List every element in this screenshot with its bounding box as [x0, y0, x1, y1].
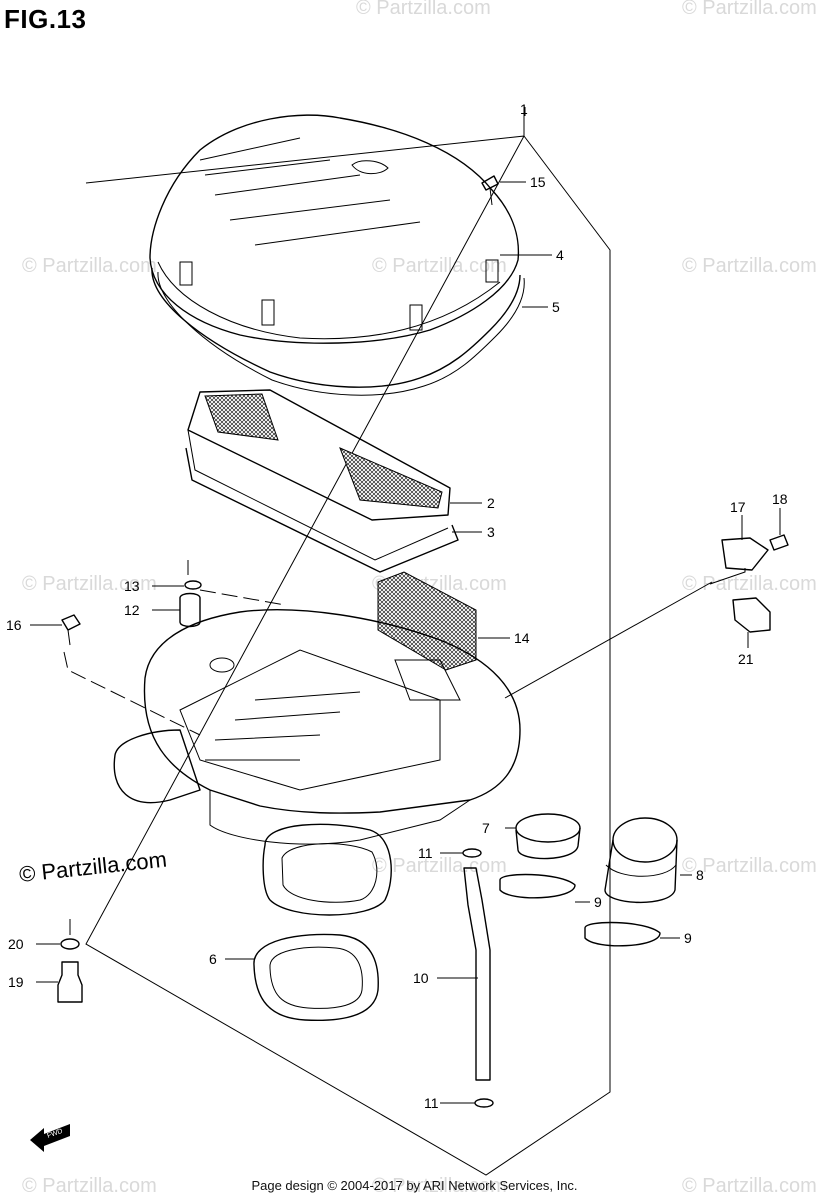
callout-18: 18: [772, 491, 788, 507]
callout-12: 12: [124, 602, 140, 618]
callout-15: 15: [530, 174, 546, 190]
figure-title: FIG.13: [4, 4, 87, 34]
air-cleaner-cap: [149, 114, 520, 344]
watermark: © Partzilla.com: [372, 255, 507, 277]
fwd-arrow-icon: FWD: [30, 1124, 70, 1152]
cap-seal: [151, 267, 521, 388]
part-12-13: [179, 580, 202, 628]
watermark: © Partzilla.com: [682, 855, 817, 877]
watermark: © Partzilla.com: [356, 0, 491, 19]
callout-4: 4: [556, 247, 564, 263]
screw-18: [769, 534, 789, 551]
callout-9a: 9: [594, 894, 602, 910]
callout-6: 6: [209, 951, 217, 967]
callout-2: 2: [487, 495, 495, 511]
watermark: © Partzilla.com: [372, 855, 507, 877]
watermark: © Partzilla.com: [682, 1175, 817, 1197]
assembly-frame: [85, 107, 611, 1176]
watermark: © Partzilla.com: [682, 0, 817, 19]
seal-ring-6: [253, 933, 379, 1022]
breather-hose-10: [463, 867, 491, 1081]
filter-element: [187, 389, 451, 561]
page-footer: Page design © 2004-2017 by ARI Network S…: [251, 1178, 578, 1193]
sensor-19: [57, 961, 83, 1003]
partzilla-watermark: © Partzilla.com: [18, 847, 168, 887]
callout-11a: 11: [418, 845, 433, 861]
air-cleaner-case: [113, 609, 521, 916]
callout-14: 14: [514, 630, 530, 646]
callout-20: 20: [8, 936, 24, 952]
watermark: © Partzilla.com: [22, 255, 157, 277]
watermark: © Partzilla.com: [682, 573, 817, 595]
callout-10: 10: [413, 970, 429, 986]
clamp-9b: [584, 921, 661, 947]
callout-21: 21: [738, 651, 754, 667]
watermark: © Partzilla.com: [22, 1175, 157, 1197]
callout-8: 8: [696, 867, 704, 883]
sensor-bracket-17: [709, 537, 769, 585]
clamp-9a: [499, 873, 576, 899]
callout-17: 17: [730, 499, 746, 515]
leader-lines: [30, 107, 781, 1104]
screw-15: [481, 175, 499, 206]
filter-gasket: [185, 447, 459, 573]
clip-11b: [474, 1098, 494, 1108]
callout-1: 1: [520, 101, 528, 117]
callout-5: 5: [552, 299, 560, 315]
callout-19: 19: [8, 974, 24, 990]
callout-7: 7: [482, 820, 490, 836]
callout-16: 16: [6, 617, 22, 633]
callout-3: 3: [487, 524, 495, 540]
watermark: © Partzilla.com: [682, 255, 817, 277]
intake-duct-7: [515, 813, 581, 860]
o-ring-20: [60, 938, 80, 950]
watermark: © Partzilla.com: [22, 573, 157, 595]
callout-11b: 11: [424, 1095, 439, 1111]
callout-9b: 9: [684, 930, 692, 946]
watermark: © Partzilla.com: [372, 1175, 507, 1197]
callout-13: 13: [124, 578, 140, 594]
bolt-16: [61, 614, 201, 736]
sensor-21: [732, 597, 771, 633]
intake-duct-8: [604, 817, 678, 904]
